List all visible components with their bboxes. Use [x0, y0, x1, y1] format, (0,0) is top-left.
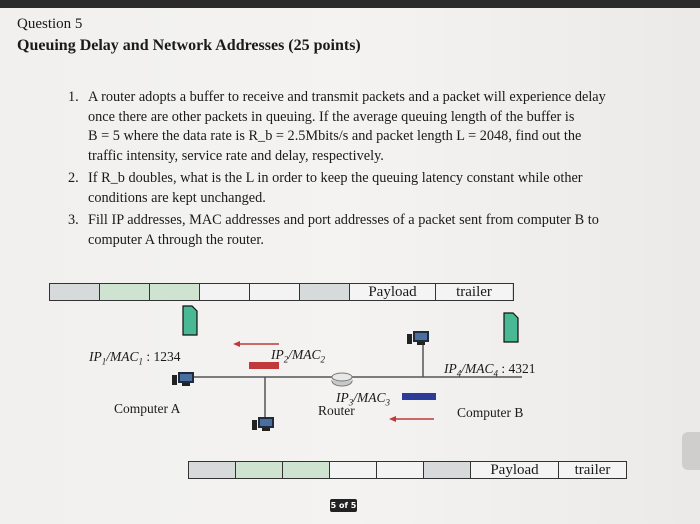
item-number: 3.: [68, 212, 79, 228]
question-title: Queuing Delay and Network Addresses (25 …: [17, 37, 361, 54]
computer-a-label: Computer A: [114, 401, 181, 416]
question-list: 1. A router adopts a buffer to receive a…: [60, 88, 680, 253]
document-icon: [503, 312, 519, 343]
list-item: 1. A router adopts a buffer to receive a…: [60, 88, 680, 166]
item-line: If R_b doubles, what is the L in order t…: [88, 170, 583, 186]
frame-top: Payload trailer: [49, 283, 514, 301]
page-indicator: 5 of 5: [330, 499, 357, 512]
router-left-address: IP2/MAC2: [271, 347, 325, 365]
item-number: 2.: [68, 170, 79, 186]
computer-a-address: IP1/MAC1 : 1234: [89, 349, 181, 367]
computer-icon: [252, 417, 274, 431]
computer-icon: [407, 331, 429, 345]
item-line: conditions are kept unchanged.: [88, 189, 266, 206]
arrow-left-icon: [389, 416, 434, 422]
frame-top-payload: Payload: [350, 284, 436, 300]
item-line: B = 5 where the data rate is R_b = 2.5Mb…: [88, 128, 582, 144]
corner-shadow: [682, 432, 700, 470]
arrow-left-icon: [233, 341, 279, 347]
item-number: 1.: [68, 89, 79, 105]
question-number: Question 5: [17, 16, 83, 32]
computer-b-address: IP4/MAC4 : 4321: [444, 361, 536, 379]
item-line: Fill IP addresses, MAC addresses and por…: [88, 212, 599, 228]
frame-bottom-payload: Payload: [471, 462, 559, 478]
frame-top-trailer: trailer: [436, 284, 512, 300]
item-line: once there are other packets in queuing.…: [88, 108, 575, 125]
item-line: traffic intensity, service rate and dela…: [88, 147, 384, 164]
router-right-address: IP3/MAC3: [336, 390, 390, 408]
top-edge: [0, 0, 700, 8]
blue-bar: [402, 393, 436, 400]
computer-icon: [172, 372, 194, 386]
list-item: 3. Fill IP addresses, MAC addresses and …: [60, 211, 680, 250]
frame-bottom-trailer: trailer: [559, 462, 626, 478]
router-label: Router: [318, 403, 355, 418]
item-line: A router adopts a buffer to receive and …: [88, 89, 606, 105]
item-line: computer A through the router.: [88, 231, 264, 248]
list-item: 2. If R_b doubles, what is the L in orde…: [60, 169, 680, 208]
document-icon: [182, 305, 198, 336]
router-icon: [331, 372, 353, 387]
red-bar: [249, 362, 279, 369]
frame-bottom: Payload trailer: [188, 461, 627, 479]
document-page: [0, 8, 700, 524]
computer-b-label: Computer B: [457, 405, 524, 420]
